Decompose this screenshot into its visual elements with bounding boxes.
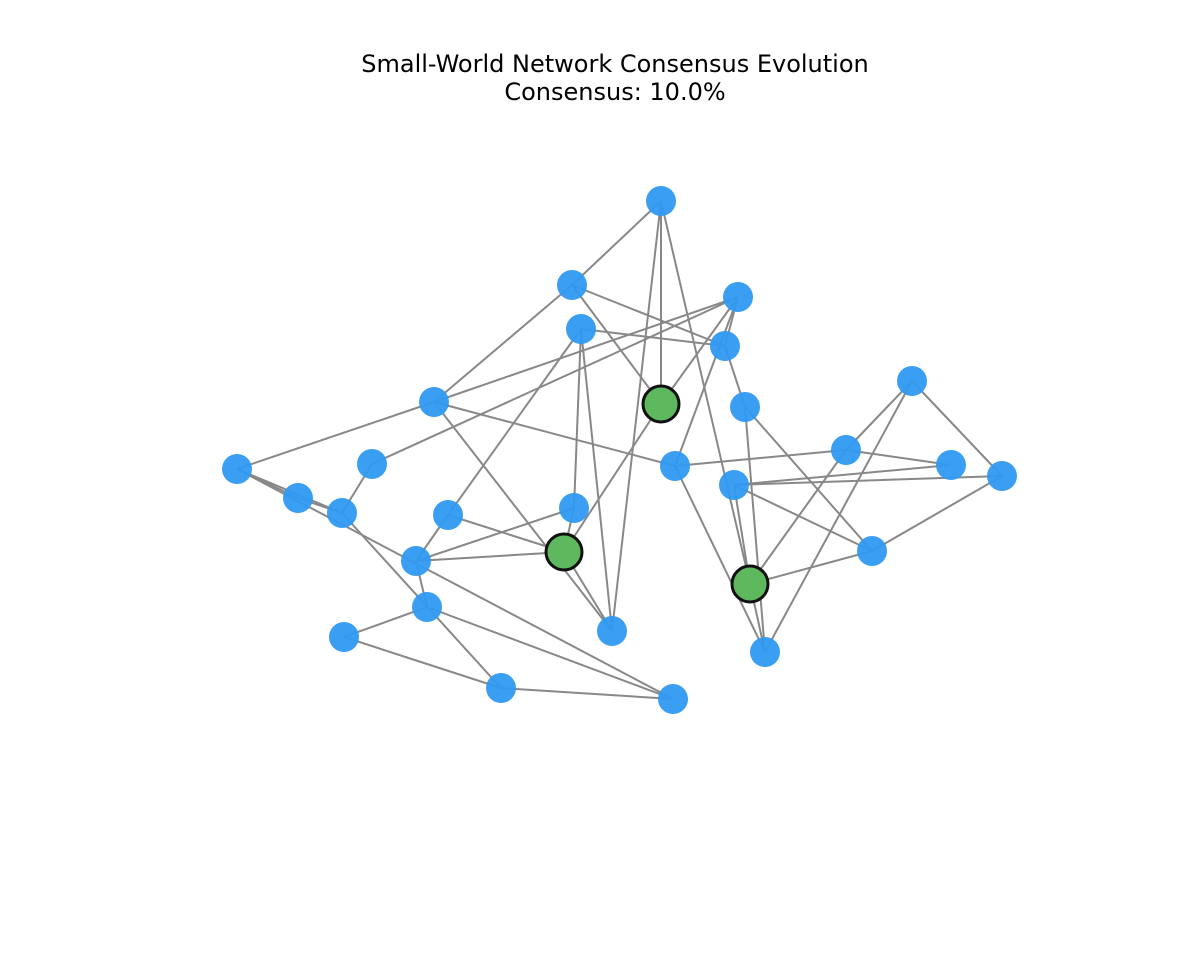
network-edge	[674, 465, 766, 653]
network-node	[936, 450, 966, 480]
network-edge	[343, 636, 502, 689]
network-edge	[571, 284, 662, 405]
network-node	[566, 314, 596, 344]
network-edge	[744, 406, 766, 653]
network-node-consensus	[730, 564, 770, 604]
network-edge	[500, 687, 674, 700]
network-edge	[733, 464, 952, 486]
network-node	[857, 536, 887, 566]
network-node	[897, 366, 927, 396]
network-edge	[433, 284, 573, 403]
network-node	[412, 592, 442, 622]
network-node	[723, 282, 753, 312]
network-node	[329, 622, 359, 652]
network-node	[750, 637, 780, 667]
network-node-consensus	[544, 532, 584, 572]
network-edge	[415, 551, 565, 562]
chart-title: Small-World Network Consensus Evolution …	[0, 50, 1200, 106]
network-node-consensus	[641, 384, 681, 424]
network-node	[646, 186, 676, 216]
network-edge	[571, 284, 726, 347]
network-edge	[871, 475, 1003, 552]
network-edge	[674, 296, 739, 467]
network-node	[557, 270, 587, 300]
network-node	[222, 454, 252, 484]
network-edge	[733, 484, 873, 552]
network-node	[658, 684, 688, 714]
network-node	[987, 461, 1017, 491]
network-edge	[433, 401, 676, 467]
network-edge	[660, 296, 739, 405]
network-node	[831, 435, 861, 465]
network-edge	[911, 380, 1003, 477]
network-node	[660, 451, 690, 481]
network-edge	[580, 328, 613, 632]
network-edge	[236, 401, 435, 470]
network-node	[719, 470, 749, 500]
network-edge	[674, 449, 847, 467]
title-consensus-readout: Consensus: 10.0%	[504, 78, 726, 106]
network-edge	[415, 507, 575, 562]
network-edge	[764, 380, 913, 653]
network-edge	[371, 296, 739, 465]
network-node	[401, 546, 431, 576]
node-layer	[222, 186, 1017, 714]
network-edge	[611, 200, 662, 632]
network-node	[559, 493, 589, 523]
network-edge	[426, 606, 674, 700]
network-edge	[571, 200, 662, 286]
network-edge	[845, 380, 913, 451]
network-node	[283, 483, 313, 513]
title-main: Small-World Network Consensus Evolution	[361, 50, 869, 78]
network-node	[710, 331, 740, 361]
network-edge	[447, 328, 582, 516]
network-edge	[749, 449, 847, 585]
network-edge	[433, 401, 613, 632]
network-node	[433, 500, 463, 530]
network-edge	[660, 200, 751, 585]
network-edge	[580, 328, 726, 347]
network-node	[357, 449, 387, 479]
network-node	[730, 392, 760, 422]
network-node	[486, 673, 516, 703]
network-edge	[563, 403, 662, 553]
network-edge	[845, 449, 952, 466]
network-node	[327, 498, 357, 528]
network-node	[419, 387, 449, 417]
network-edge	[573, 328, 582, 509]
network-node	[597, 616, 627, 646]
